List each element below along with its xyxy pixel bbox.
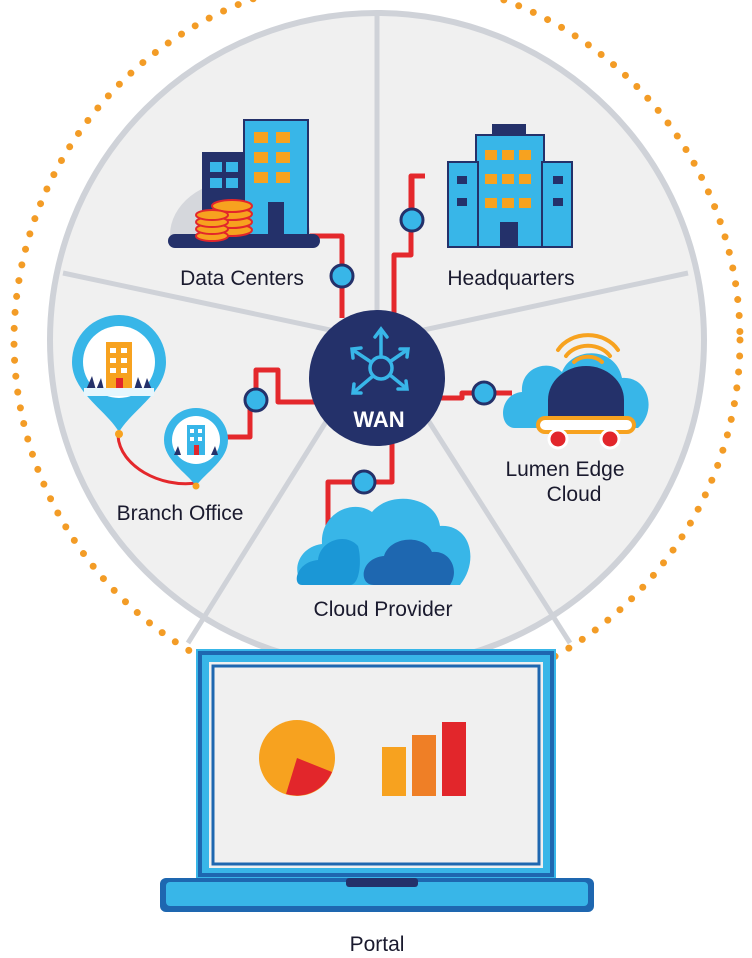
connector-edge-cloud — [471, 380, 497, 406]
connector-nodes — [243, 207, 497, 495]
branch-office-label: Branch Office — [117, 502, 244, 525]
connector-data-centers — [329, 263, 355, 289]
portal-pie-chart — [259, 720, 335, 796]
cloud-provider-label: Cloud Provider — [314, 598, 453, 621]
cloud-provider-icon — [296, 498, 471, 585]
wan-hub: WAN — [309, 310, 445, 446]
branch-office-icon — [72, 314, 228, 490]
headquarters-label: Headquarters — [447, 267, 574, 290]
connector-headquarters — [399, 207, 425, 233]
data-center-icon — [168, 119, 320, 248]
hub-label: WAN — [353, 407, 404, 432]
portal-label: Portal — [350, 933, 405, 956]
network-arrows-icon — [350, 326, 410, 395]
connector-cloud-provider — [351, 469, 377, 495]
headquarters-icon — [447, 124, 573, 248]
dotted-ring — [10, 0, 744, 707]
data-centers-label: Data Centers — [180, 267, 304, 290]
edge-cloud-icon — [503, 333, 649, 450]
edge-cloud-label-line1: Lumen Edge — [505, 458, 624, 481]
connector-branch-office — [243, 387, 269, 413]
portal-laptop — [160, 649, 594, 912]
portal-bar-chart — [382, 722, 466, 796]
edge-cloud-label-line2: Cloud — [547, 483, 602, 506]
